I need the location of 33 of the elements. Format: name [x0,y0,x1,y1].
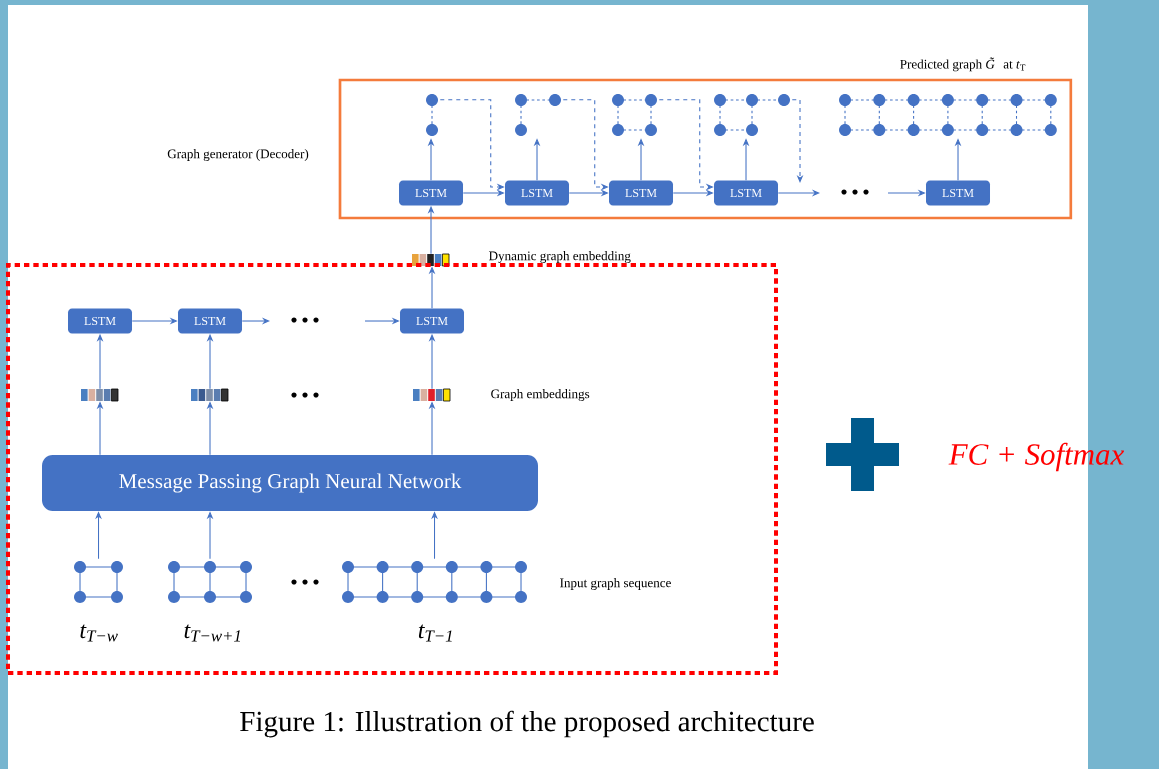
graph-drawing [426,94,438,136]
graph-drawing [342,561,527,603]
lstm-box: LSTM [399,180,463,206]
graph-drawing [714,94,790,136]
graph-drawing [839,94,1057,136]
embedding-vector [81,388,119,402]
lstm-box: LSTM [714,180,778,206]
graph-drawing [168,561,252,603]
dashed-arrow [791,99,804,183]
time-label: t$_{T−w+1}$ [184,624,240,642]
graph-drawing [612,94,657,136]
lstm-box: LSTM [609,180,673,206]
side-label: Graph embeddings [491,389,590,401]
embedding-vector [412,253,450,267]
side-label: Input graph sequence [560,578,671,590]
caption: Figure 1: Illustration of the proposed architecture [240,710,814,738]
side-label: Graph generator (Decoder) [167,149,309,161]
lstm-box: LSTM [400,308,464,334]
lstm-box: LSTM [178,308,242,334]
encoder-frame [6,263,778,675]
embedding-vector [413,388,451,402]
embedding-vector [191,388,229,402]
network-box: Message Passing Graph Neural Network [42,455,538,511]
side-label: Dynamic graph embedding [489,251,631,263]
frame-heading: Predicted graph G̃ at t$_{T}$ [900,57,1026,72]
time-label: t$_{T−1}$ [418,624,452,642]
time-label: t$_{T−w}$ [80,624,118,642]
lstm-box: LSTM [505,180,569,206]
graph-drawing [515,94,561,136]
lstm-box: LSTM [68,308,132,334]
lstm-box: LSTM [926,180,990,206]
side-text: FC + Softmax [948,442,1125,472]
graph-drawing [74,561,123,603]
